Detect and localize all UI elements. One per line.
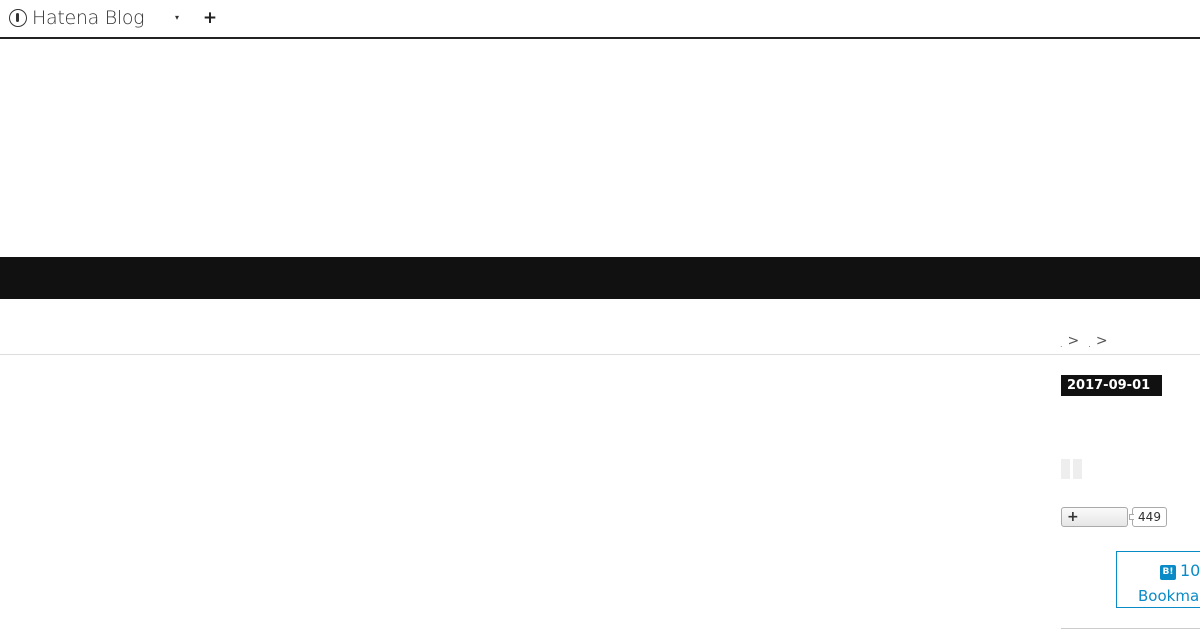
star-count-bubble[interactable]: 449 <box>1129 507 1167 527</box>
placeholder-icon <box>1061 459 1082 479</box>
add-icon[interactable]: + <box>202 8 218 28</box>
blog-title-band <box>0 257 1200 299</box>
add-star-button[interactable]: + <box>1061 507 1128 527</box>
breadcrumb: . > . > <box>1060 333 1117 349</box>
top-navigation-bar: Hatena Blog ▾ + <box>0 0 1200 39</box>
breadcrumb-link[interactable]: . <box>1088 340 1091 349</box>
hatena-bookmark-button[interactable]: B! 10 Bookma <box>1116 551 1200 608</box>
chevron-down-icon[interactable]: ▾ <box>174 13 179 22</box>
hatena-blog-logo[interactable]: Hatena Blog <box>9 6 145 30</box>
entry-date-badge[interactable]: 2017-09-01 <box>1061 375 1162 396</box>
hatena-bookmark-icon: B! <box>1160 565 1176 580</box>
bookmark-count: 10 <box>1180 561 1200 580</box>
bookmark-label: Bookma <box>1138 587 1200 605</box>
breadcrumb-separator: > <box>1095 333 1108 349</box>
breadcrumb-separator: > <box>1067 333 1080 349</box>
breadcrumb-link[interactable]: . <box>1060 340 1063 349</box>
logo-text: Hatena Blog <box>32 7 145 29</box>
plus-icon: + <box>1067 509 1079 525</box>
section-divider <box>1061 628 1200 629</box>
hatena-logo-icon <box>9 9 27 27</box>
header-divider <box>0 354 1200 355</box>
